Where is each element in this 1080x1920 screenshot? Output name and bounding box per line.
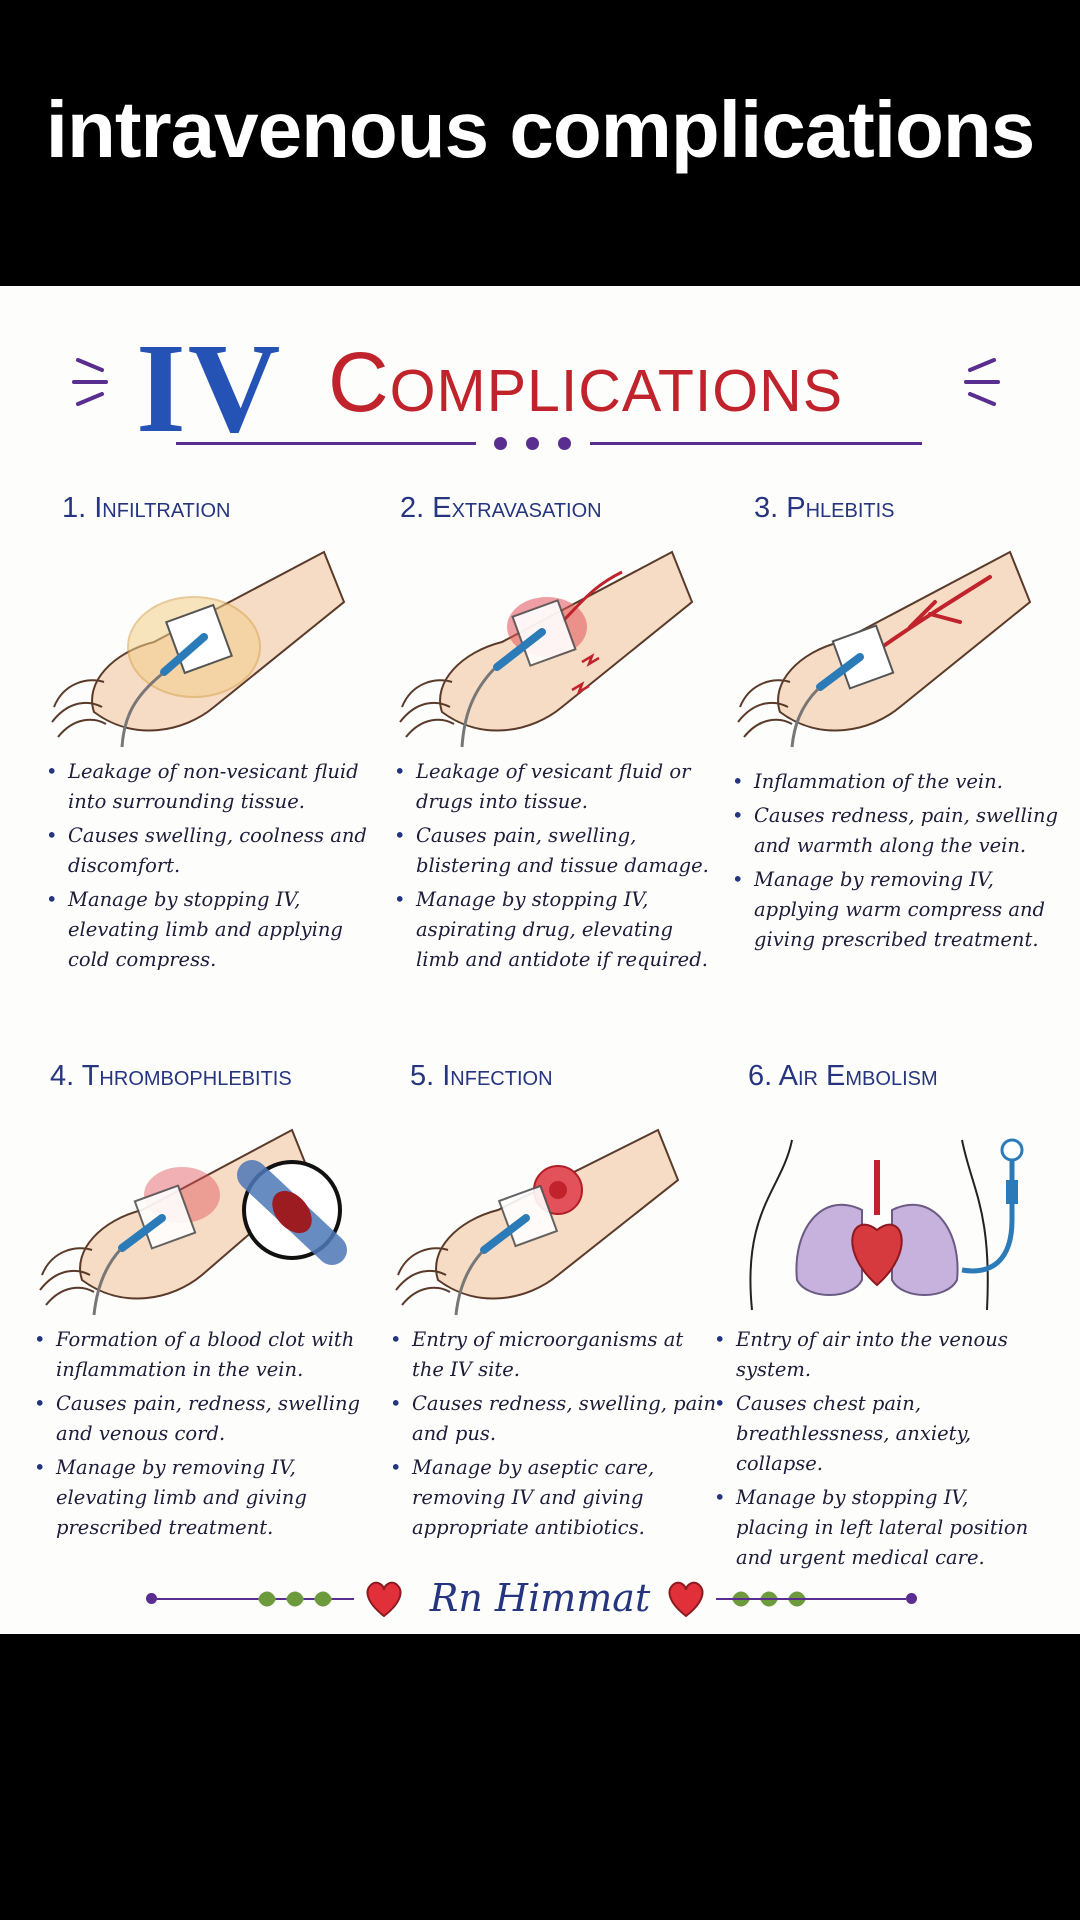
section-heading: 1. Infiltration [62, 492, 231, 524]
arm-iv-icon [399, 550, 694, 748]
title-accent-right-icon [964, 358, 1000, 406]
section-bullets: Formation of a blood clot with inflammat… [32, 1325, 362, 1547]
bottom-letterbox [0, 1634, 1080, 1920]
arm-iv-icon [39, 1128, 347, 1316]
footer-line [716, 1598, 906, 1600]
bullet-item: Manage by stopping IV, placing in left l… [712, 1483, 1042, 1573]
title-accent-left-icon [72, 358, 108, 406]
bullet-item: Causes swelling, coolness and discomfort… [44, 821, 374, 881]
section-bullets: Inflammation of the vein. Causes redness… [730, 767, 1060, 959]
bullet-item: Causes pain, redness, swelling and venou… [32, 1389, 362, 1449]
footer: Rn Himmat [0, 1576, 1080, 1626]
bullet-item: Entry of air into the venous system. [712, 1325, 1042, 1385]
section-bullets: Entry of microorganisms at the IV site. … [388, 1325, 718, 1547]
leaf-icon [258, 1591, 332, 1607]
section-heading: 3. Phlebitis [754, 492, 895, 524]
arm-iv-icon [737, 550, 1032, 748]
title-rule-right [590, 442, 922, 445]
bullet-item: Manage by removing IV, elevating limb an… [32, 1453, 362, 1543]
footer-dot [146, 1593, 157, 1604]
infographic-title: IV Complications [0, 306, 1080, 452]
heart-icon [366, 1581, 402, 1618]
title-complications: Complications [328, 335, 844, 429]
bullet-item: Manage by removing IV, applying warm com… [730, 865, 1060, 955]
title-iv: IV [136, 317, 283, 459]
heart-icon [668, 1581, 704, 1618]
bullet-item: Inflammation of the vein. [730, 767, 1060, 797]
section-heading: 5. Infection [410, 1060, 553, 1092]
bullet-item: Causes chest pain, breathlessness, anxie… [712, 1389, 1042, 1479]
title-dot [558, 437, 571, 450]
bullet-item: Entry of microorganisms at the IV site. [388, 1325, 718, 1385]
title-rule-left [176, 442, 476, 445]
bullet-item: Causes redness, pain, swelling and warmt… [730, 801, 1060, 861]
section-bullets: Leakage of vesicant fluid or drugs into … [392, 757, 722, 979]
bullet-item: Formation of a blood clot with inflammat… [32, 1325, 362, 1385]
section-heading: 4. Thrombophlebitis [50, 1060, 292, 1092]
bullet-item: Manage by stopping IV, aspirating drug, … [392, 885, 722, 975]
section-heading: 2. Extravasation [400, 492, 602, 524]
title-dot [494, 437, 507, 450]
lungs-heart-icon [749, 1138, 1024, 1311]
title-dot [526, 437, 539, 450]
bullet-item: Manage by aseptic care, removing IV and … [388, 1453, 718, 1543]
clot-icon [237, 1160, 347, 1265]
section-bullets: Entry of air into the venous system. Cau… [712, 1325, 1042, 1577]
bullet-item: Leakage of non-vesicant fluid into surro… [44, 757, 374, 817]
section-bullets: Leakage of non-vesicant fluid into surro… [44, 757, 374, 979]
bullet-item: Causes pain, swelling, blistering and ti… [392, 821, 722, 881]
infographic-sheet: IV Complications 1. Infiltration Leakage… [0, 286, 1080, 1634]
section-heading: 6. Air Embolism [748, 1060, 938, 1092]
video-caption: intravenous complications [45, 85, 1036, 174]
arm-iv-icon [51, 550, 346, 748]
bullet-item: Causes redness, swelling, pain and pus. [388, 1389, 718, 1449]
arm-iv-icon [395, 1128, 680, 1316]
footer-dot [906, 1593, 917, 1604]
bullet-item: Leakage of vesicant fluid or drugs into … [392, 757, 722, 817]
bullet-item: Manage by stopping IV, elevating limb an… [44, 885, 374, 975]
footer-line [154, 1598, 354, 1600]
video-caption-bar: intravenous complications [0, 0, 1080, 285]
footer-author: Rn Himmat [429, 1576, 651, 1620]
